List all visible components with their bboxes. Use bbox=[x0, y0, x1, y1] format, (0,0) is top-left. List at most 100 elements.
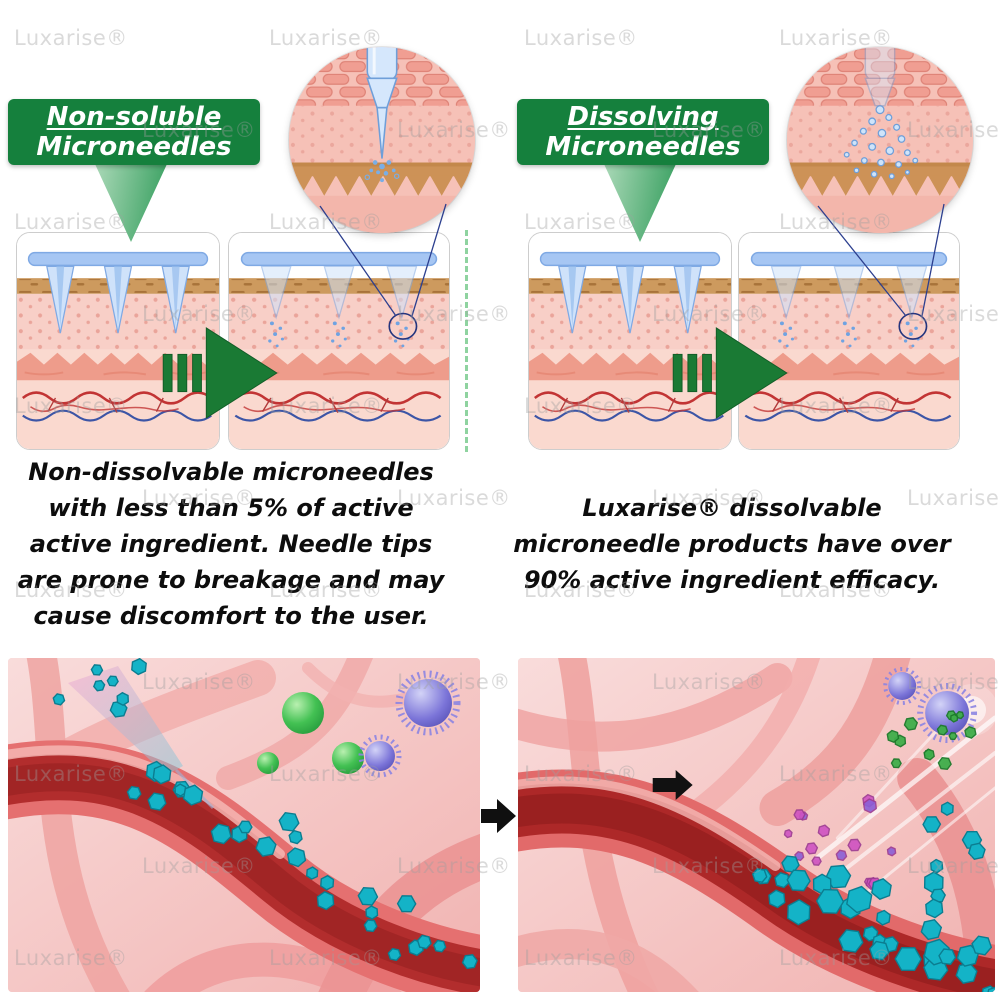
banner-line: Microneedles bbox=[545, 132, 741, 162]
particle-hexagon bbox=[783, 829, 793, 839]
particle-hexagon bbox=[811, 856, 822, 866]
description-line: are prone to breakage and may bbox=[17, 566, 445, 594]
banner-line: Microneedles bbox=[36, 132, 232, 162]
particle-hexagon bbox=[955, 962, 978, 984]
particle-hexagon bbox=[847, 838, 862, 852]
particle-hexagon bbox=[90, 664, 104, 676]
particle-hexagon bbox=[886, 729, 900, 743]
particle-hexagon bbox=[817, 824, 831, 838]
particle-hexagon bbox=[955, 710, 965, 720]
active-ingredient-spheres bbox=[257, 670, 461, 778]
active-ingredient-spheres bbox=[883, 667, 978, 743]
particle-hexagon bbox=[768, 889, 786, 909]
particle-hexagon bbox=[147, 792, 167, 811]
particle-hexagon bbox=[182, 784, 204, 806]
particle-hexagon bbox=[940, 801, 954, 817]
particle-hexagon bbox=[126, 785, 142, 801]
watermark-text: Luxarise® bbox=[269, 26, 383, 50]
particle-hexagon bbox=[320, 874, 335, 891]
particle-hexagon bbox=[922, 816, 942, 833]
particle-hexagon bbox=[838, 929, 864, 953]
particle-hexagon bbox=[825, 864, 852, 889]
particle-hexagon bbox=[255, 836, 277, 857]
particle-hexagon bbox=[416, 934, 432, 950]
watermark-text: Luxarise® bbox=[524, 210, 638, 234]
description-line: 90% active ingredient efficacy. bbox=[523, 566, 941, 594]
particle-hexagon bbox=[357, 886, 379, 906]
particle-hexagon bbox=[786, 869, 811, 892]
particle-hexagon bbox=[948, 731, 958, 741]
transition-arrow-icon bbox=[481, 799, 516, 833]
particle-hexagon bbox=[923, 748, 935, 761]
skin-panel-nonsoluble-before bbox=[16, 232, 220, 450]
particle-hexagon bbox=[316, 890, 335, 911]
capillary-illustration-before bbox=[8, 658, 480, 992]
particle-hexagon bbox=[967, 842, 986, 860]
particle-hexagon bbox=[286, 847, 307, 868]
particle-hexagon bbox=[116, 691, 130, 707]
teal-particle-flow bbox=[52, 658, 478, 970]
capillary-illustration-after bbox=[518, 658, 995, 992]
magnifier-inset-intact-needle bbox=[289, 47, 475, 233]
particle-hexagon bbox=[461, 954, 478, 970]
description-line: cause discomfort to the user. bbox=[33, 602, 429, 630]
banner-line: Non-soluble bbox=[46, 102, 222, 132]
banner-line: Dissolving bbox=[567, 102, 719, 132]
description-line: with less than 5% of active bbox=[48, 494, 414, 522]
section-divider bbox=[465, 230, 468, 452]
particle-hexagon bbox=[305, 866, 319, 880]
particle-hexagon bbox=[781, 855, 800, 873]
particle-hexagon bbox=[363, 919, 378, 933]
skin-panel-dissolving-before bbox=[528, 232, 732, 450]
particle-hexagon bbox=[871, 877, 892, 900]
arrow-right-icon bbox=[672, 326, 790, 420]
arrow-right-icon bbox=[162, 326, 280, 420]
teal-particle-flow bbox=[751, 801, 995, 992]
particle-hexagon bbox=[288, 829, 303, 845]
particle-hexagon bbox=[894, 946, 922, 972]
watermark-text: Luxarise® bbox=[524, 26, 638, 50]
particle-hexagon bbox=[106, 675, 119, 687]
particle-hexagon bbox=[886, 846, 897, 857]
particle-hexagon bbox=[876, 909, 891, 926]
particle-hexagon bbox=[835, 849, 848, 862]
particle-hexagon bbox=[987, 986, 995, 992]
watermark-text: Luxarise® bbox=[14, 210, 128, 234]
banner-dissolving: Dissolving Microneedles bbox=[517, 99, 769, 165]
particle-hexagon bbox=[433, 939, 447, 953]
particle-hexagon bbox=[794, 851, 805, 862]
particle-hexagon bbox=[365, 905, 379, 920]
particle-hexagon bbox=[793, 809, 806, 821]
particle-hexagon bbox=[920, 919, 943, 941]
particle-hexagon bbox=[890, 758, 902, 769]
particle-hexagon bbox=[930, 858, 944, 874]
particle-hexagon bbox=[869, 940, 890, 961]
description-line: active ingredient. Needle tips bbox=[29, 530, 433, 558]
description-line: Non-dissolvable microneedles bbox=[28, 458, 434, 486]
particle-hexagon bbox=[936, 724, 949, 736]
pointer-down-icon bbox=[604, 164, 676, 242]
watermark-text: Luxarise® bbox=[14, 26, 128, 50]
magnifier-inset-dissolving-needle bbox=[787, 47, 973, 233]
particle-hexagon bbox=[787, 898, 811, 926]
particle-hexagon bbox=[804, 842, 819, 855]
magenta-particle-cluster bbox=[783, 793, 897, 891]
description-line: microneedle products have over bbox=[513, 530, 951, 558]
injector-icon bbox=[68, 666, 183, 775]
particle-hexagon bbox=[971, 935, 993, 956]
particle-hexagon bbox=[751, 868, 768, 883]
particle-hexagon bbox=[774, 872, 791, 889]
particle-hexagon bbox=[903, 717, 919, 731]
description-line: Luxarise® dissolvable bbox=[582, 494, 882, 522]
pointer-down-icon bbox=[95, 164, 167, 242]
particle-hexagon bbox=[237, 820, 253, 834]
banner-non-soluble: Non-soluble Microneedles bbox=[8, 99, 260, 165]
particle-hexagon bbox=[938, 948, 957, 965]
description-dissolving: Luxarise® dissolvable microneedle produc… bbox=[497, 490, 967, 598]
particle-hexagon bbox=[815, 888, 845, 914]
green-particle-cluster bbox=[886, 710, 977, 771]
particle-hexagon bbox=[937, 756, 952, 771]
particle-hexagon bbox=[387, 947, 402, 962]
particle-hexagon bbox=[396, 895, 417, 913]
